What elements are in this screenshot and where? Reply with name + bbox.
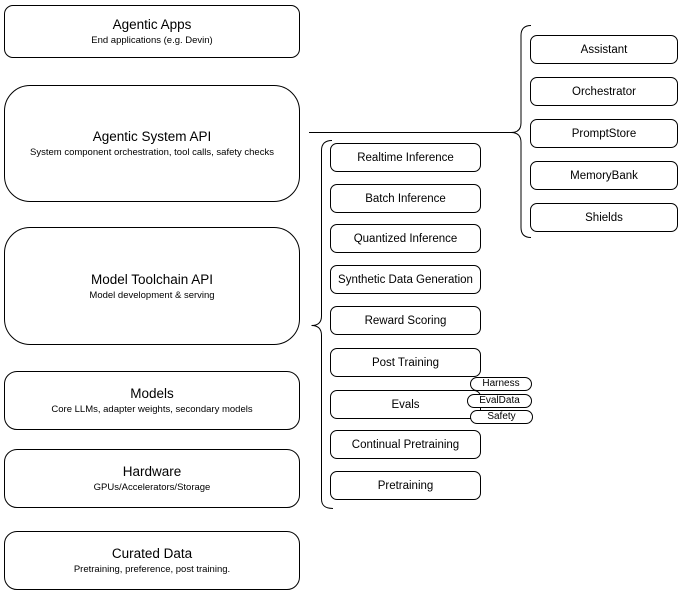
node-title: Hardware [122, 464, 182, 479]
node-subtitle: Core LLMs, adapter weights, secondary mo… [51, 404, 253, 415]
node-batch-inference: Batch Inference [330, 184, 481, 213]
node-title: Model Toolchain API [90, 271, 214, 287]
node-realtime-inference: Realtime Inference [330, 143, 481, 172]
tag-harness: Harness [470, 377, 532, 391]
node-subtitle: GPUs/Accelerators/Storage [93, 482, 211, 493]
node-pretraining: Pretraining [330, 471, 481, 500]
node-subtitle: Pretraining, preference, post training. [73, 564, 231, 575]
node-title: Agentic System API [92, 129, 212, 144]
node-assistant: Assistant [530, 35, 678, 64]
node-quantized-inference: Quantized Inference [330, 224, 481, 253]
node-agentic-apps: Agentic Apps End applications (e.g. Devi… [4, 5, 300, 58]
node-title: Curated Data [111, 546, 193, 561]
node-post-training: Post Training [330, 348, 481, 377]
node-memorybank: MemoryBank [530, 161, 678, 190]
node-synthetic-data-generation: Synthetic Data Generation [330, 265, 481, 294]
node-hardware: Hardware GPUs/Accelerators/Storage [4, 449, 300, 508]
node-reward-scoring: Reward Scoring [330, 306, 481, 335]
system-brace [510, 25, 532, 238]
node-continual-pretraining: Continual Pretraining [330, 430, 481, 459]
node-promptstore: PromptStore [530, 119, 678, 148]
node-subtitle: System component orchestration, tool cal… [30, 147, 274, 158]
node-title: Agentic Apps [112, 17, 192, 32]
tag-evaldata: EvalData [467, 394, 532, 408]
node-orchestrator: Orchestrator [530, 77, 678, 106]
node-title: Models [130, 386, 174, 401]
node-subtitle: Model development & serving [89, 289, 215, 301]
node-evals: Evals [330, 390, 481, 419]
node-agentic-system-api: Agentic System API System component orch… [4, 85, 300, 202]
node-subtitle: End applications (e.g. Devin) [91, 35, 213, 46]
node-curated-data: Curated Data Pretraining, preference, po… [4, 531, 300, 590]
node-shields: Shields [530, 203, 678, 232]
tag-safety: Safety [470, 410, 533, 424]
node-model-toolchain-api: Model Toolchain API Model development & … [4, 227, 300, 345]
node-models: Models Core LLMs, adapter weights, secon… [4, 371, 300, 430]
